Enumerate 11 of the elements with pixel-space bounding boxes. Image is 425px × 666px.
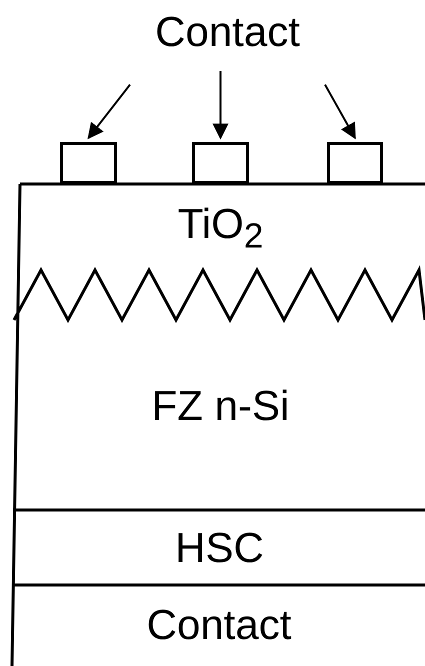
leader-arrow xyxy=(88,84,131,140)
contact-pad xyxy=(60,142,117,184)
layer-label: TiO$_{2}$ xyxy=(178,200,264,258)
contact-label: Contact xyxy=(155,8,300,56)
leader-arrow xyxy=(324,84,356,140)
layer-label: HSC xyxy=(175,524,264,572)
layer-label: FZ n-Si xyxy=(152,382,290,430)
layer-label: Contact xyxy=(146,601,292,649)
contact-pad xyxy=(192,142,249,184)
contact-pad xyxy=(327,142,383,184)
leader-arrow xyxy=(212,71,228,140)
